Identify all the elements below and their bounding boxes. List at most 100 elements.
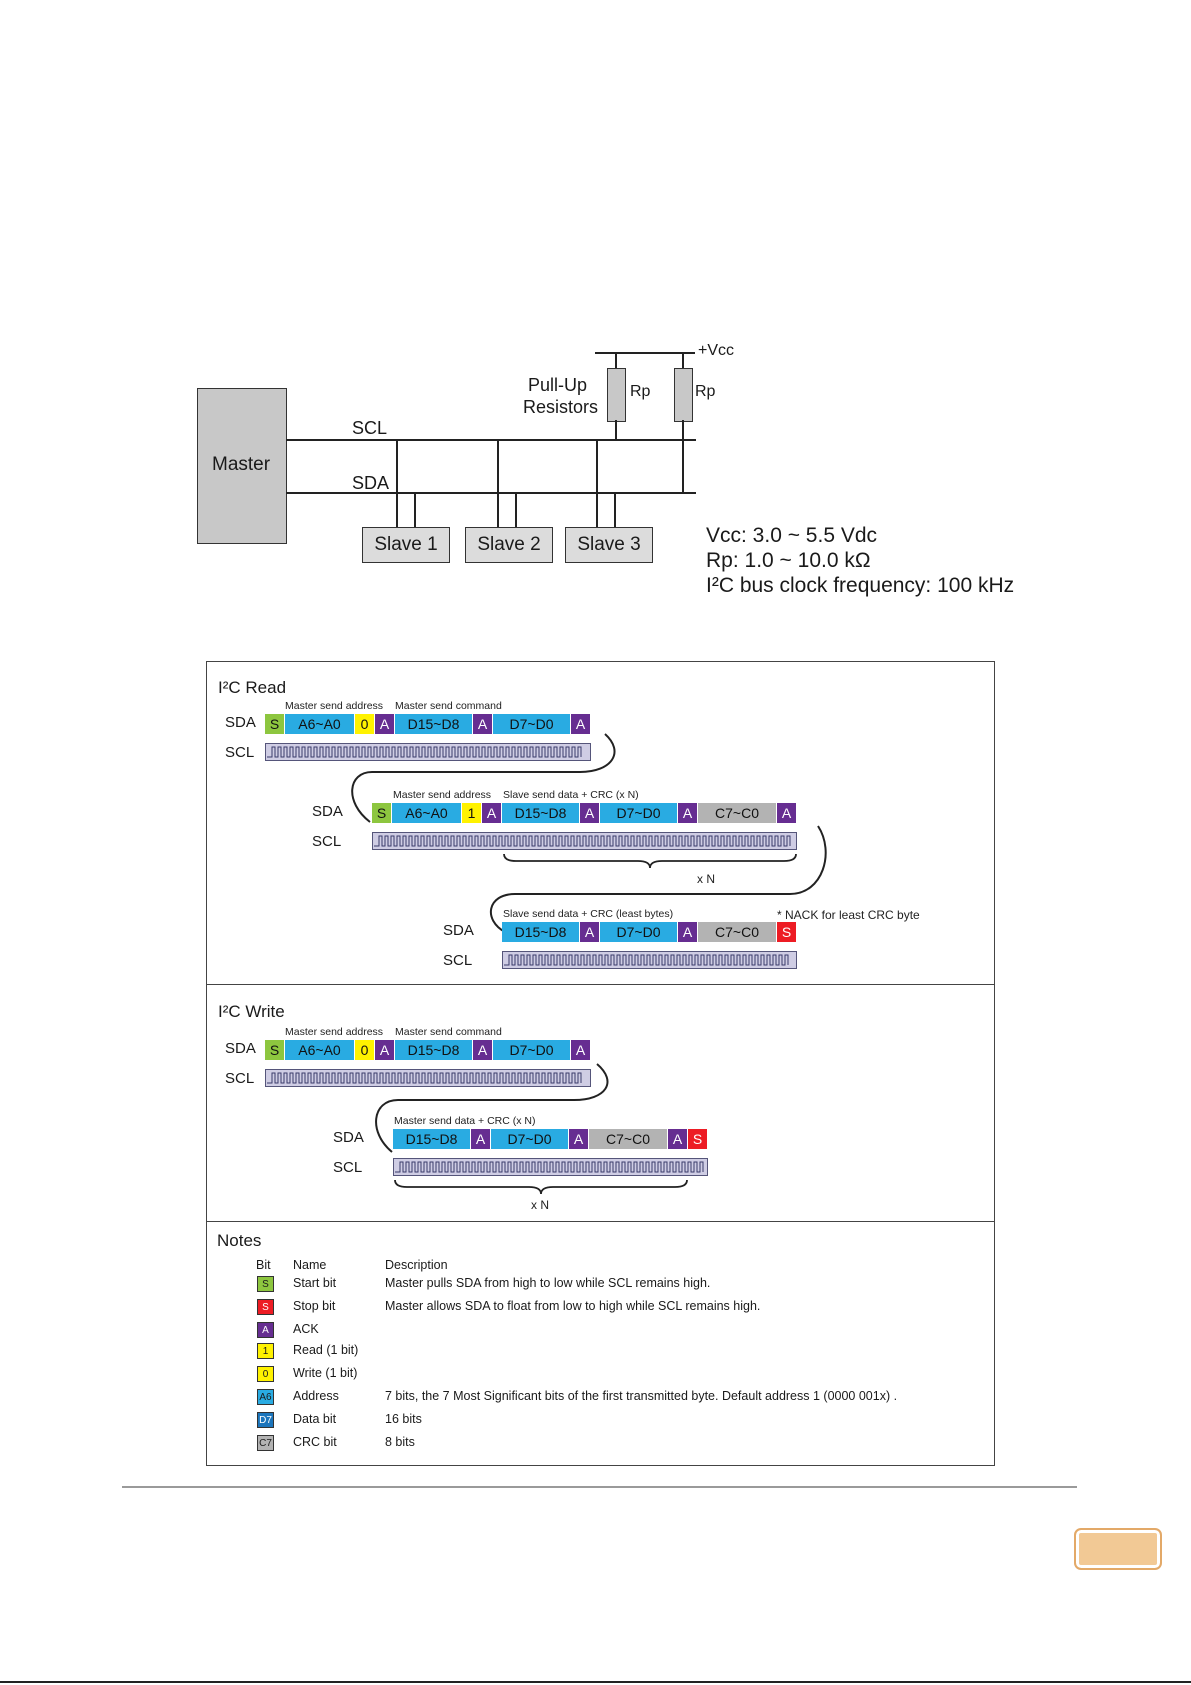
read-row2-scl-waveform [372, 832, 797, 850]
notes-name: Data bit [293, 1412, 337, 1426]
ack-segment: A [473, 714, 493, 734]
notes-name: Address [293, 1389, 339, 1403]
write-bit-chip: 0 [257, 1366, 274, 1382]
read-bit-segment: 1 [462, 803, 482, 823]
write-bit-segment: 0 [355, 714, 375, 734]
rp2-label: Rp [695, 383, 716, 400]
start-bit-segment: S [265, 1040, 285, 1060]
slave3-scl-drop [596, 440, 598, 528]
stop-bit-segment: S [777, 922, 797, 942]
slave2-scl-drop [497, 440, 499, 528]
read-row2-sda-label: SDA [312, 803, 343, 820]
read-row2-to-row3-connector [489, 825, 827, 933]
write-bit-segment: 0 [355, 1040, 375, 1060]
read-row2-repeat-brace [503, 853, 797, 869]
data-high-segment: D15~D8 [395, 714, 473, 734]
address-segment: A6~A0 [392, 803, 462, 823]
write-row1-caption-address: Master send address [285, 1026, 384, 1038]
slave-2: Slave 2 [465, 527, 553, 563]
sda-line-label: SDA [352, 473, 390, 493]
write-notes-divider [206, 1221, 995, 1222]
write-row2-scl-label: SCL [333, 1159, 363, 1176]
read-row1-scl-waveform [265, 743, 591, 761]
write-section-title: I²C Write [218, 1002, 285, 1021]
start-bit-chip: S [257, 1276, 274, 1292]
rp2-lead-top [682, 352, 684, 368]
data-low-segment: D7~D0 [493, 714, 571, 734]
notes-name: Stop bit [293, 1299, 336, 1313]
data-low-segment: D7~D0 [600, 922, 678, 942]
slave1-scl-drop [396, 440, 398, 528]
ack-chip: A [257, 1322, 274, 1338]
master-label: Master [212, 454, 271, 475]
read-row3-caption-nack: * NACK for least CRC byte [777, 908, 920, 922]
address-segment: A6~A0 [285, 1040, 355, 1060]
notes-description: 16 bits [385, 1412, 422, 1426]
notes-header-bit: Bit [256, 1258, 271, 1272]
notes-name: ACK [293, 1322, 319, 1336]
data-low-segment: D7~D0 [600, 803, 678, 823]
ack-segment: A [471, 1129, 491, 1149]
start-bit-segment: S [372, 803, 392, 823]
ack-segment: A [569, 1129, 589, 1149]
start-bit-segment: S [265, 714, 285, 734]
master-block [197, 388, 287, 544]
sda-line [286, 492, 696, 494]
crc-segment: C7~C0 [589, 1129, 668, 1149]
spec-rp: Rp: 1.0 ~ 10.0 kΩ [706, 549, 871, 572]
write-row1-scl-label: SCL [225, 1070, 255, 1087]
notes-description: 7 bits, the 7 Most Significant bits of t… [385, 1389, 898, 1403]
notes-title: Notes [217, 1231, 262, 1250]
clock-pulses [395, 1161, 704, 1173]
write-row1-to-row2-connector [375, 1063, 609, 1153]
read-row3-sda-label: SDA [443, 922, 474, 939]
write-row1-sda-label: SDA [225, 1040, 256, 1057]
page-number-tab [1074, 1528, 1162, 1570]
bottom-edge-line [0, 1681, 1191, 1683]
slave1-sda-drop [414, 493, 416, 528]
pullup-resistor-1 [607, 368, 626, 422]
read-row3-scl-label: SCL [443, 952, 473, 969]
slave3-sda-drop [614, 493, 616, 528]
data-high-segment: D15~D8 [395, 1040, 473, 1060]
read-row3-scl-waveform [502, 951, 797, 969]
read-row2-scl-label: SCL [312, 833, 342, 850]
protocol-panel [206, 661, 995, 1466]
notes-description: Master pulls SDA from high to low while … [385, 1276, 711, 1290]
scl-line-label: SCL [352, 418, 388, 438]
notes-name: CRC bit [293, 1435, 337, 1449]
write-row1-scl-waveform [265, 1069, 591, 1087]
rp2-lead-bottom [682, 420, 684, 493]
data-low-segment: D7~D0 [493, 1040, 571, 1060]
slave-1: Slave 1 [362, 527, 450, 563]
write-row1-caption-command: Master send command [395, 1026, 502, 1038]
read-row2-repeat-label: x N [697, 872, 715, 886]
read-row1-to-row2-connector [351, 733, 616, 823]
rp1-label: Rp [630, 383, 651, 400]
notes-name: Write (1 bit) [293, 1366, 358, 1380]
data-bit-chip: D7 [257, 1412, 274, 1428]
write-row2-scl-waveform [393, 1158, 708, 1176]
footer-rule [122, 1486, 1077, 1488]
notes-description: Master allows SDA to float from low to h… [385, 1299, 761, 1313]
clock-pulses [504, 954, 789, 966]
read-row2-caption-data: Slave send data + CRC (x N) [503, 789, 639, 801]
data-high-segment: D15~D8 [502, 803, 580, 823]
read-row1-caption-command: Master send command [395, 700, 502, 712]
notes-description: 8 bits [385, 1435, 415, 1449]
read-section-title: I²C Read [218, 678, 287, 697]
pullup-label-line2: Resistors [523, 397, 599, 417]
ack-segment: A [571, 714, 591, 734]
stop-bit-chip: S [257, 1299, 274, 1315]
clock-pulses [374, 835, 791, 847]
read-row2-caption-address: Master send address [393, 789, 492, 801]
ack-segment: A [375, 714, 395, 734]
read-row1-scl-label: SCL [225, 744, 255, 761]
ack-segment: A [571, 1040, 591, 1060]
vcc-rail [595, 352, 695, 354]
ack-segment: A [482, 803, 502, 823]
ack-segment: A [678, 803, 698, 823]
slave2-sda-drop [515, 493, 517, 528]
notes-header-name: Name [293, 1258, 327, 1272]
spec-clock: I²C bus clock frequency: 100 kHz [706, 574, 1015, 597]
